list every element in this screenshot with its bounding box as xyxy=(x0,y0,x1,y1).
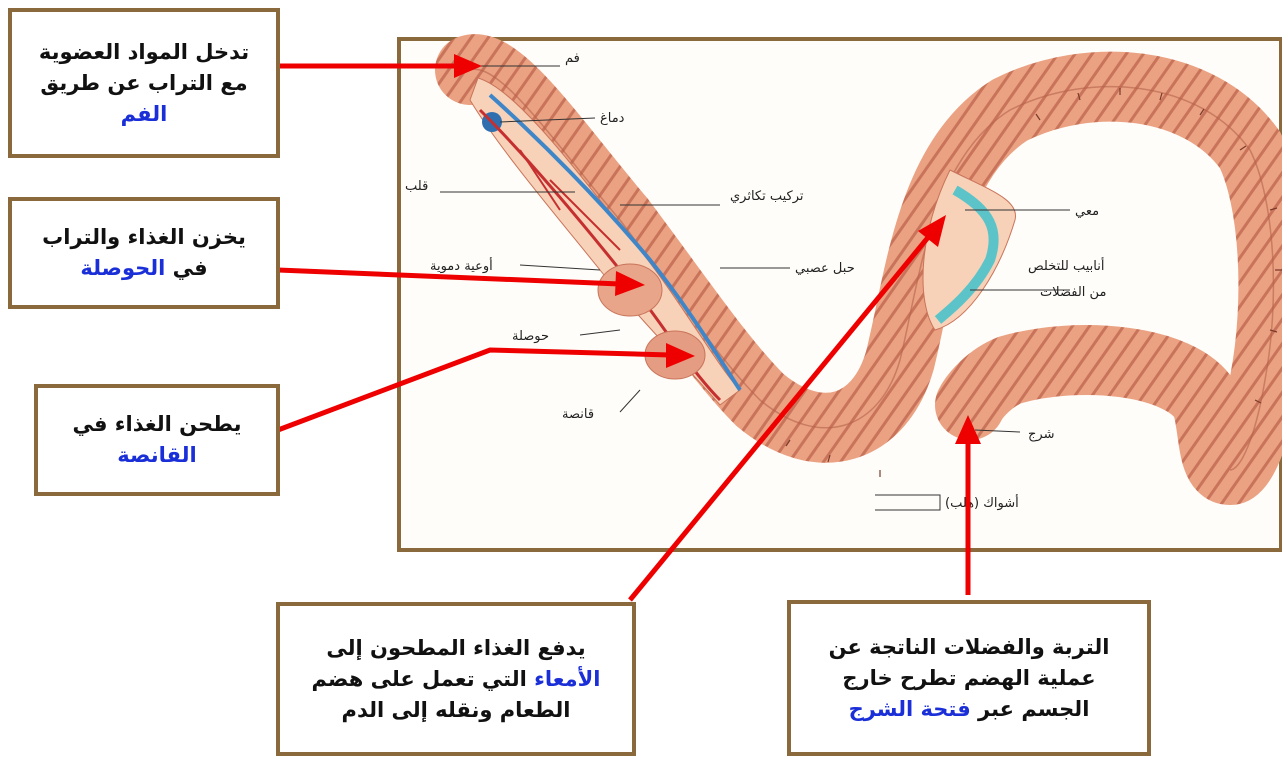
callout-gizzard: يطحن الغذاء في القانصة xyxy=(34,384,280,496)
callout-crop-line1: يخزن الغذاء والتراب xyxy=(42,225,246,249)
callout-anus-line1: التربة والفضلات الناتجة عن xyxy=(829,635,1110,659)
arrow-gizzard xyxy=(278,350,670,430)
callout-mouth-line2: مع التراب عن طريق xyxy=(40,71,247,95)
callout-intestine-highlight: الأمعاء xyxy=(534,667,600,691)
label-heart: قلب xyxy=(405,179,428,194)
callout-anus-line3: الجسم عبر xyxy=(978,697,1089,721)
label-excretory-2: من الفضلات xyxy=(1040,285,1106,300)
label-setae: أشواك (هلب) xyxy=(945,494,1019,511)
label-brain: دماغ xyxy=(600,111,625,126)
callout-crop-prefix: في xyxy=(173,256,208,280)
callout-anus-highlight: فتحة الشرج xyxy=(849,697,971,721)
label-nerve-cord: حبل عصبي xyxy=(795,261,855,276)
callout-mouth-highlight: الفم xyxy=(121,102,168,126)
callout-intestine-line1: يدفع الغذاء المطحون إلى xyxy=(326,636,585,660)
label-reproductive: تركيب تكاثري xyxy=(730,189,804,204)
callout-crop: يخزن الغذاء والتراب في الحوصلة xyxy=(8,197,280,309)
callout-intestine-line2: التي تعمل على هضم xyxy=(312,667,527,691)
callout-anus: التربة والفضلات الناتجة عن عملية الهضم ت… xyxy=(787,600,1151,756)
callout-mouth-line1: تدخل المواد العضوية xyxy=(39,40,249,64)
label-mouth: فم xyxy=(565,51,580,66)
callout-gizzard-highlight: القانصة xyxy=(117,443,196,467)
label-crop: حوصلة xyxy=(512,329,549,344)
callout-gizzard-line1: يطحن الغذاء في xyxy=(73,412,242,436)
callout-intestine-line3: الطعام ونقله إلى الدم xyxy=(342,698,571,722)
label-intestine: معي xyxy=(1075,204,1099,219)
label-blood-vessels: أوعية دموية xyxy=(430,257,493,274)
callout-crop-highlight: الحوصلة xyxy=(80,256,165,280)
callout-anus-line2: عملية الهضم تطرح خارج xyxy=(842,666,1095,690)
callout-mouth: تدخل المواد العضوية مع التراب عن طريق ال… xyxy=(8,8,280,158)
label-excretory-1: أنابيب للتخلص xyxy=(1028,257,1104,274)
callout-intestine: يدفع الغذاء المطحون إلى الأمعاء التي تعم… xyxy=(276,602,636,756)
label-gizzard: قانصة xyxy=(562,407,594,422)
label-anus: شرج xyxy=(1028,427,1054,442)
